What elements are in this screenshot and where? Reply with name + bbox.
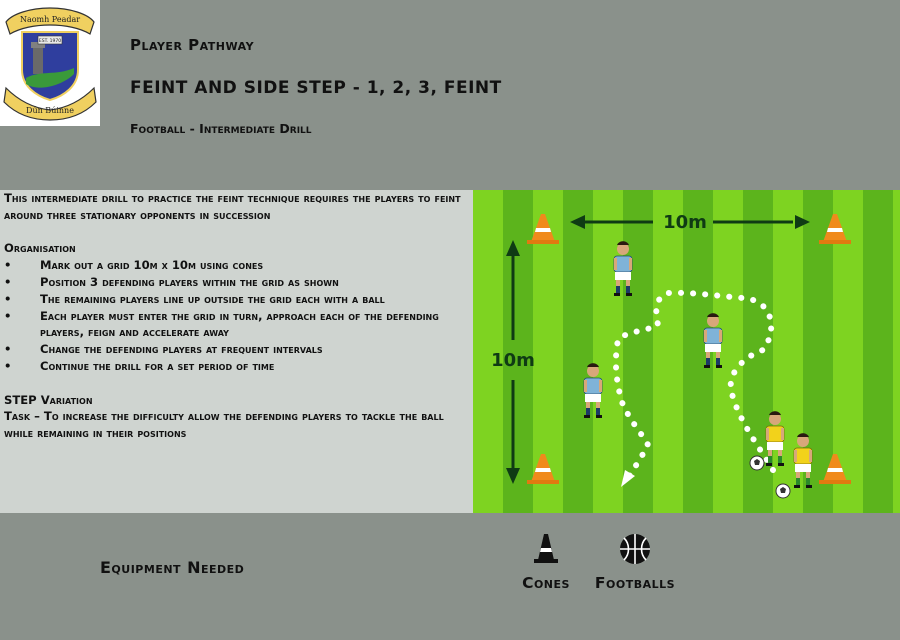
- bullet-icon: •: [4, 358, 12, 373]
- crest-icon: Naomh Peadar EST. 1970 Dún Búinne: [3, 7, 97, 121]
- drill-subtitle: Football - Intermediate Drill: [130, 121, 312, 136]
- variation-heading: STEP Variation: [4, 392, 93, 407]
- football-icon: [620, 534, 650, 564]
- svg-text:Naomh Peadar: Naomh Peadar: [20, 15, 80, 24]
- equipment-heading: Equipment Needed: [100, 558, 245, 577]
- equipment-item-footballs: Footballs: [580, 532, 690, 592]
- bullet-icon: •: [4, 308, 12, 323]
- list-item: •Continue the drill for a set period of …: [4, 358, 275, 373]
- list-item: •The remaining players line up outside t…: [4, 291, 385, 306]
- cone-icon: [534, 534, 558, 563]
- intro-text: This intermediate drill to practice the …: [4, 191, 461, 222]
- list-item: •Mark out a grid 10m x 10m using cones: [4, 258, 264, 273]
- football-icon: [749, 455, 765, 471]
- equipment-item-label: Footballs: [594, 574, 676, 592]
- bullet-icon: •: [4, 274, 12, 289]
- list-item: •Each player must enter the grid in turn…: [4, 308, 439, 340]
- description-panel: This intermediate drill to practice the …: [0, 190, 473, 513]
- list-item: •Change the defending players at frequen…: [4, 342, 323, 357]
- arrow-head-icon: [621, 470, 635, 487]
- run-path: [612, 289, 776, 481]
- page-title: FEINT AND SIDE STEP - 1, 2, 3, FEINT: [130, 78, 502, 98]
- svg-text:EST. 1970: EST. 1970: [39, 38, 61, 44]
- list-item: •Position 3 defending players within the…: [4, 274, 339, 289]
- organisation-heading: Organisation: [4, 241, 76, 256]
- bullet-icon: •: [4, 291, 12, 306]
- top-dimension-label: 10m: [663, 212, 707, 233]
- drill-diagram: 10m 10m: [473, 190, 900, 513]
- pathway-label: Player Pathway: [130, 36, 255, 54]
- equipment-item-cones: Cones: [506, 532, 586, 592]
- equipment-item-label: Cones: [522, 574, 570, 592]
- football-icon: [775, 483, 791, 499]
- bullet-icon: •: [4, 342, 12, 357]
- club-crest-logo: Naomh Peadar EST. 1970 Dún Búinne: [0, 0, 100, 126]
- side-dimension-label: 10m: [491, 350, 535, 371]
- drill-description: This intermediate drill to practice the …: [4, 190, 470, 442]
- svg-text:Dún Búinne: Dún Búinne: [26, 106, 74, 115]
- bullet-icon: •: [4, 258, 12, 273]
- variation-text: Task – To increase the difficulty allow …: [4, 409, 444, 441]
